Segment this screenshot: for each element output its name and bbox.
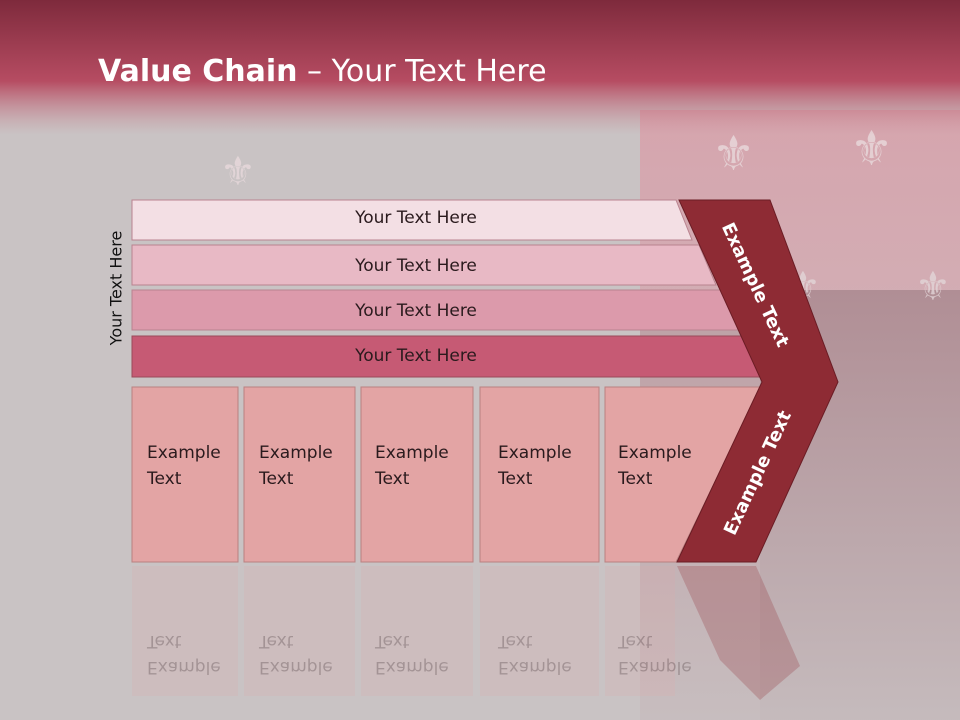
box-2-shape [243,386,356,563]
row-1-shape [131,199,693,241]
slide-title: Value Chain – Your Text Here [98,54,547,89]
box-3-reflection: Example Text [375,631,449,677]
box-1-label: Example Text [147,443,221,489]
box-4-label: Example Text [498,443,572,489]
box-3-label: Example Text [375,443,449,489]
box-1-shape [131,386,239,563]
title-rest: – Your Text Here [297,54,547,89]
box-5-reflection: Example Text [618,631,692,677]
row-2-label: Your Text Here [355,256,477,276]
box-2-reflection: Example Text [259,631,333,677]
box-1-reflection: Example Text [147,631,221,677]
box-4-reflection: Example Text [498,631,572,677]
row-2-shape [131,244,717,286]
chevron-shape [676,199,839,563]
box-3-shape [360,386,474,563]
box-4-shape [479,386,600,563]
box-5-shape [604,386,762,563]
title-bold: Value Chain [98,54,298,89]
row-4-label: Your Text Here [355,346,477,366]
row-3-label: Your Text Here [355,301,477,321]
box-5-label: Example Text [618,443,692,489]
box-2-label: Example Text [259,443,333,489]
row-1-label: Your Text Here [355,208,477,228]
